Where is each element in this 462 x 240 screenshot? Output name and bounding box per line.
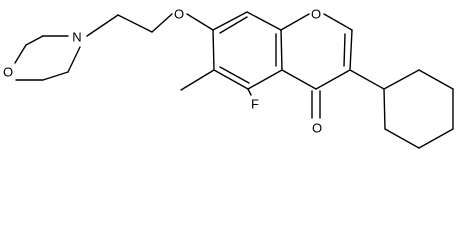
bond-morpholine-c-c-bottom (42, 71, 69, 81)
bond-c3-cyclohexyl (349, 69, 385, 90)
bond-c2-c3 (349, 29, 353, 71)
bond-o1-c2 (323, 13, 353, 31)
atom-label-pyranone-oxygen: O (311, 7, 321, 22)
bond-c8a-c4a (280, 29, 283, 71)
bond-c5-c6 (213, 69, 249, 90)
atom-label-carbonyl-oxygen: O (312, 121, 322, 136)
bond-c4-c4a (281, 69, 317, 90)
background (0, 0, 462, 154)
bond-ch2-ch2 (117, 14, 153, 33)
bond-cyclohexyl-2-3 (418, 69, 454, 90)
bond-layer (14, 11, 454, 149)
bond-morpholine-c-c-top (25, 35, 44, 46)
bond-benzo-double-c5-c6 (219, 66, 250, 84)
bond-o-ether-c7 (186, 13, 214, 31)
bond-n-ch2 (86, 14, 119, 37)
bond-c8a-o1 (280, 13, 310, 31)
bond-ch2-o-ether (151, 13, 173, 33)
atom-label-ether-oxygen: O (174, 7, 184, 22)
atom-label-morpholine-oxygen: O (3, 65, 13, 80)
atom-label-morpholine-nitrogen: N (72, 30, 81, 45)
bond-c7-c8 (212, 11, 248, 31)
bond-cyclohexyl-5-6 (384, 128, 420, 149)
bond-benzo-double-c7-c8 (219, 16, 248, 34)
atom-label-fluorine: F (251, 97, 259, 112)
bond-c6-methyl (180, 69, 215, 91)
bond-pyranone-double-c2-c3 (343, 33, 346, 67)
molecule-structure: O N O O F O (0, 0, 462, 154)
bond-c5-fluorine (247, 88, 252, 96)
atom-label-layer: O N O O F O (3, 7, 322, 136)
bond-cyclohexyl-6-1 (383, 88, 386, 130)
bond-c4a-c5 (247, 69, 283, 90)
bond-c3-c4 (315, 69, 351, 90)
bond-cyclohexyl-1-2 (383, 69, 420, 90)
bond-c6-c7 (212, 29, 215, 71)
bond-c8-c8a (246, 11, 282, 31)
bond-morpholine-o-c (14, 44, 27, 64)
bond-morpholine-n-c-bottom (67, 46, 81, 73)
bond-cyclohexyl-4-5 (418, 128, 454, 149)
